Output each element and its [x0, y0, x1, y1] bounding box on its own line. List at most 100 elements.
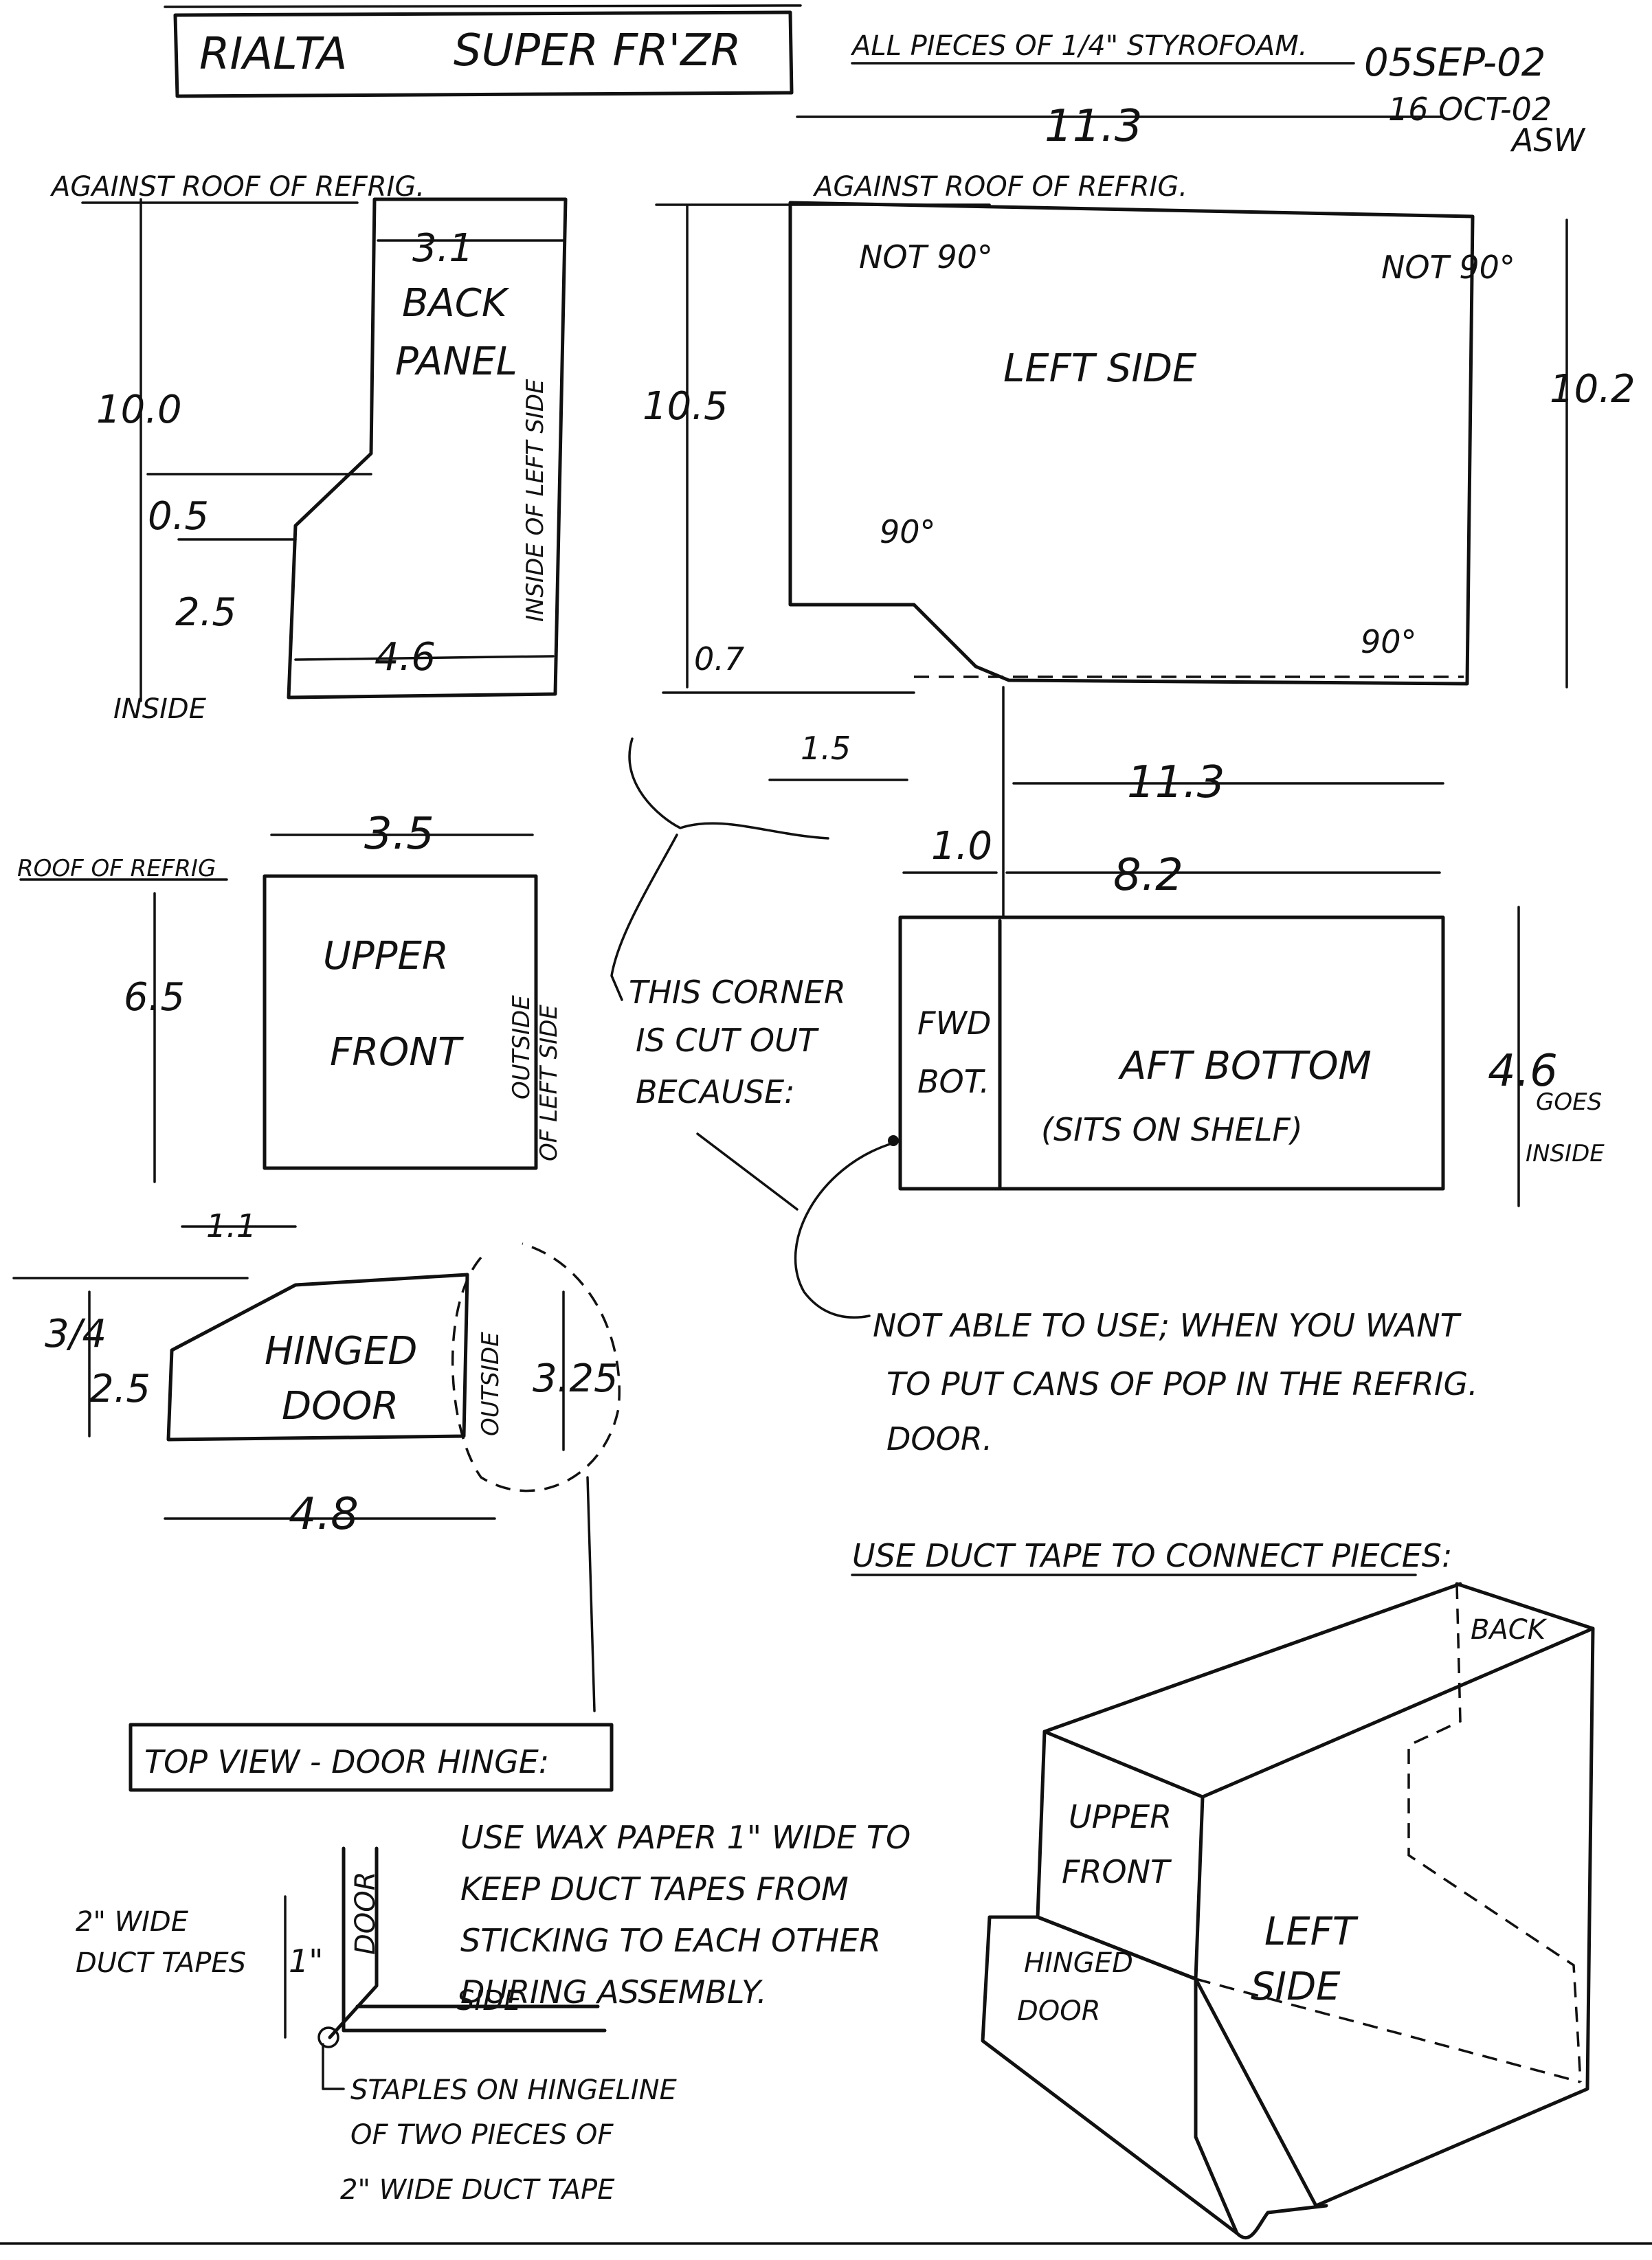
duct-tape-note: USE DUCT TAPE TO CONNECT PIECES: — [852, 1537, 1452, 1574]
cutout-squiggle — [628, 737, 829, 840]
staples-note-2: OF TWO PIECES OF — [350, 2119, 614, 2151]
aft-bottom-height-note-1: GOES — [1536, 1088, 1602, 1116]
hinge-door-label: DOOR — [350, 1871, 381, 1955]
back-panel-label-1: BACK — [402, 281, 510, 326]
aft-bottom-height-note-2: INSIDE — [1526, 1140, 1605, 1167]
aft-bottom-height: 4.6 — [1488, 1046, 1558, 1097]
back-panel-notch: 0.5 — [148, 494, 209, 539]
hinge-staple — [317, 2026, 339, 2048]
left-side-top-note: AGAINST ROOF OF REFRIG. — [812, 171, 1187, 203]
upper-front-diagram: ROOF OF REFRIG 3.5 UPPER FRONT 6.5 OUTSI… — [17, 809, 563, 1183]
assembly-back-top — [1455, 1582, 1595, 1631]
left-side-diagram: AGAINST ROOF OF REFRIG. 11.3 LEFT SIDE N… — [643, 101, 1636, 808]
top-view-box — [129, 1723, 614, 1792]
back-panel-outline — [287, 197, 568, 700]
upper-front-outline — [263, 874, 538, 1170]
aft-bottom-label: AFT BOTTOM — [1118, 1044, 1372, 1088]
back-panel-width-bottom: 4.6 — [375, 635, 436, 680]
back-panel-side-note: INSIDE OF LEFT SIDE — [522, 379, 549, 622]
hinged-door-label-2: DOOR — [282, 1384, 399, 1429]
left-side-angle-note-1: NOT 90° — [859, 238, 993, 276]
top-view-label: TOP VIEW - DOOR HINGE: — [144, 1743, 549, 1780]
aft-bottom-fwd-1: FWD — [917, 1005, 991, 1042]
hinged-door-width: 4.8 — [289, 1489, 359, 1540]
back-panel-label-2: PANEL — [395, 339, 517, 384]
not-able-note-1: NOT ABLE TO USE; WHEN YOU WANT — [873, 1307, 1462, 1344]
hinged-door-detail-leader — [586, 1476, 596, 1712]
assembly-back-label: BACK — [1471, 1614, 1548, 1646]
back-panel-height: 10.0 — [96, 388, 182, 432]
left-side-angle-90-a: 90° — [880, 513, 936, 550]
assembly-sketch: BACK UPPER FRONT LEFT SIDE HINGED DOOR — [981, 1582, 1595, 2239]
left-side-angle-note-2: NOT 90° — [1381, 249, 1515, 286]
wax-note-2: KEEP DUCT TAPES FROM — [460, 1870, 849, 1907]
back-panel-width-top: 3.1 — [412, 226, 473, 271]
date-2: 16 OCT-02 — [1388, 91, 1552, 128]
cutout-note-3: BECAUSE: — [636, 1073, 795, 1110]
left-side-width-top: 11.3 — [1045, 101, 1143, 152]
wax-note-1: USE WAX PAPER 1" WIDE TO — [460, 1819, 911, 1856]
hinge-door-line — [342, 1846, 607, 2033]
hinged-door-detail-circle — [451, 1242, 621, 1492]
staples-leader — [322, 2043, 345, 2090]
assembly-hidden-floor — [1195, 1978, 1581, 2083]
aft-bottom-fwd-2: BOT. — [917, 1063, 990, 1100]
upper-front-side-note-1: OUTSIDE — [508, 995, 535, 1099]
cutout-note-1: THIS CORNER — [629, 974, 846, 1011]
assembly-notch — [1235, 2204, 1328, 2239]
left-side-label: LEFT SIDE — [1003, 346, 1197, 391]
left-side-height-left: 10.5 — [643, 384, 728, 429]
tape-note-2: DUCT TAPES — [76, 1947, 246, 1979]
hinged-door-top-offset: 1.1 — [206, 1207, 256, 1244]
aft-bottom-sub-label: (SITS ON SHELF) — [1041, 1111, 1303, 1148]
hinged-door-diagram: 1.1 HINGED DOOR 3/4 2.5 3.25 OUTSIDE 4.8 — [12, 1207, 621, 1712]
assembly-left-side — [1194, 1626, 1595, 2208]
hinged-door-outline — [166, 1273, 469, 1442]
assembly-upper-label-1: UPPER — [1069, 1798, 1172, 1835]
upper-front-label-1: UPPER — [323, 934, 449, 978]
back-panel-top-note: AGAINST ROOF OF REFRIG. — [49, 171, 425, 203]
back-panel-bottom-note: INSIDE — [113, 693, 207, 725]
hinged-door-notch: 3/4 — [45, 1312, 107, 1356]
cutout-arrow — [696, 1132, 799, 1211]
tape-note-1: 2" WIDE — [76, 1906, 189, 1938]
hinge-tape-line — [328, 1846, 379, 2039]
not-able-note-2: TO PUT CANS OF POP IN THE REFRIG. — [886, 1365, 1478, 1402]
back-panel-width-bottom-line — [294, 655, 555, 661]
hinged-door-label-1: HINGED — [265, 1329, 417, 1374]
assembly-left-label-1: LEFT — [1264, 1910, 1359, 1954]
assembly-hinged-label-2: DOOR — [1017, 1995, 1101, 2027]
cutout-note-2: IS CUT OUT — [636, 1022, 820, 1059]
upper-front-height: 6.5 — [124, 975, 185, 1020]
staples-note-1: STAPLES ON HINGELINE — [350, 2074, 677, 2106]
back-panel-lower-height: 2.5 — [175, 590, 236, 635]
left-side-notch-height: 0.7 — [694, 640, 744, 678]
aft-bottom-fwd-width: 1.0 — [931, 824, 992, 869]
assembly-hidden-back — [1407, 1583, 1582, 2083]
hinged-door-right-height: 3.25 — [533, 1356, 618, 1401]
hinged-door-side-note: OUTSIDE — [477, 1332, 504, 1436]
aft-bottom-width: 8.2 — [1113, 850, 1183, 901]
left-side-height-right: 10.2 — [1550, 367, 1636, 412]
not-able-leader — [794, 1143, 891, 1319]
staples-note-3: 2" WIDE DUCT TAPE — [340, 2174, 615, 2206]
tape-inch: 1" — [289, 1943, 323, 1980]
hinge-side-label: SIDE — [457, 1985, 522, 2017]
material-note: ALL PIECES OF 1/4" STYROFOAM. — [850, 30, 1307, 62]
left-side-angle-90-b: 90° — [1361, 623, 1417, 660]
assembly-hinged-label-1: HINGED — [1024, 1947, 1133, 1979]
title-top-rule — [164, 4, 802, 8]
assembly-upper-label-2: FRONT — [1062, 1853, 1172, 1890]
cutout-leader — [610, 833, 678, 1001]
title-right: SUPER FR'ZR — [454, 25, 741, 76]
wax-note-4: DURING ASSEMBLY. — [460, 1973, 767, 2011]
aft-bottom-outline — [898, 915, 1445, 1191]
assembly-left-label-2: SIDE — [1251, 1965, 1341, 2009]
title-left: RIALTA — [199, 29, 347, 80]
aft-bottom-diagram: 1.0 8.2 FWD BOT. AFT BOTTOM (SITS ON SHE… — [888, 686, 1605, 1207]
wax-note-3: STICKING TO EACH OTHER — [460, 1922, 881, 1959]
upper-front-top-note: ROOF OF REFRIG — [17, 855, 216, 882]
left-side-outline — [788, 201, 1475, 686]
assembly-top-edge — [1042, 1582, 1462, 1734]
